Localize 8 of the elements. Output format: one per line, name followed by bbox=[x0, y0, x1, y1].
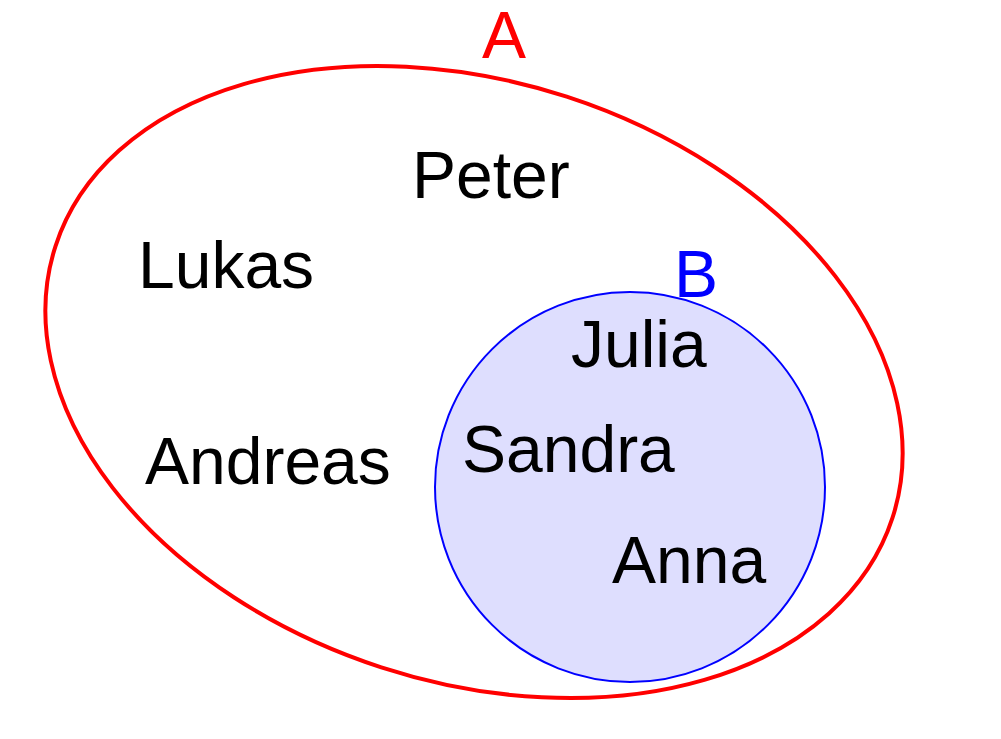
set-label: B bbox=[674, 241, 719, 307]
member-name: Sandra bbox=[462, 416, 675, 482]
member-name: Peter bbox=[412, 142, 570, 208]
member-name: Anna bbox=[612, 527, 767, 593]
set-label: A bbox=[482, 2, 527, 68]
member-name: Andreas bbox=[145, 428, 391, 494]
member-name: Julia bbox=[571, 311, 707, 377]
member-name: Lukas bbox=[138, 232, 315, 298]
